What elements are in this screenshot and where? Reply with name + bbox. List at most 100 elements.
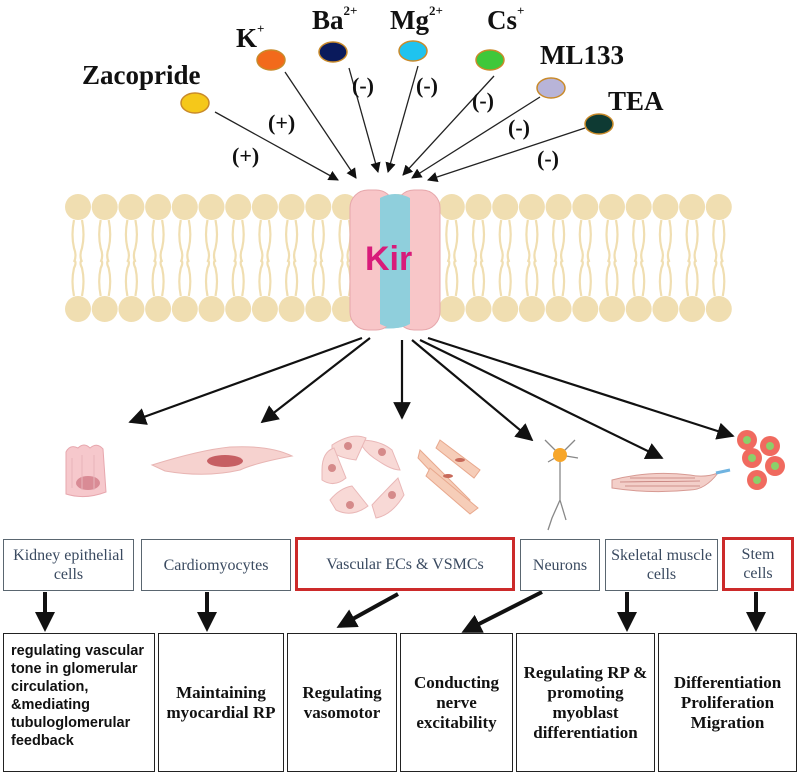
lipid-head — [198, 194, 225, 220]
cell-type-stem: Stem cells — [722, 537, 794, 591]
lipid-head — [251, 296, 278, 322]
lipid-tail — [605, 259, 619, 297]
function-stem: Differentiation Proliferation Migration — [658, 633, 797, 772]
ligand-arrow — [348, 67, 381, 174]
lipid-head — [278, 194, 305, 220]
cell-type-cardiomyocytes: Cardiomyocytes — [141, 539, 291, 591]
lipid-head — [65, 194, 91, 220]
lipid-tail — [605, 219, 619, 263]
lipid-head — [652, 296, 679, 322]
lipid-head — [145, 296, 172, 322]
ligand-label-mg: Mg2+ — [390, 3, 443, 35]
lipid-head — [465, 296, 492, 322]
lipid-head — [225, 194, 252, 220]
cell-arrow — [419, 339, 664, 459]
lipid-head — [118, 296, 145, 322]
ligand-dots — [180, 40, 614, 135]
function-arrow — [336, 592, 399, 628]
lipid-tail — [552, 259, 566, 297]
lipid-tail — [311, 259, 325, 297]
lipid-tail — [231, 259, 245, 297]
neuron-illustration — [544, 439, 579, 531]
lipid-tail — [204, 219, 219, 263]
cell-arrow — [427, 336, 735, 440]
ligand-label-ba: Ba2+ — [312, 3, 358, 35]
ligand-arrows — [214, 65, 586, 182]
ligand-label-cs: Cs+ — [487, 3, 525, 35]
lipid-tail — [258, 219, 272, 263]
ligand-label-ml133: ML133 — [540, 40, 624, 70]
ligand-dot — [398, 40, 428, 62]
lipid-tail — [525, 259, 539, 297]
ligand-arrow — [402, 75, 495, 176]
lipid-head — [625, 194, 652, 220]
lipid-head — [171, 296, 198, 322]
lipid-tail — [151, 219, 165, 263]
skeletal-muscle-illustration — [611, 468, 731, 493]
kidney-epithelial-illustration — [65, 444, 107, 498]
cell-type-skeletal: Skeletal muscle cells — [605, 539, 718, 591]
lipid-head — [438, 296, 465, 322]
ligand-dot — [536, 77, 566, 99]
lipid-head — [492, 296, 519, 322]
lipid-tail — [258, 259, 272, 297]
lipid-head — [599, 296, 625, 322]
lipid-tail — [71, 259, 85, 297]
lipid-tail — [151, 259, 165, 297]
ligand-label-k: K+ — [236, 21, 265, 53]
lipid-tail — [471, 259, 486, 297]
lipid-tail — [685, 259, 699, 297]
lipid-tail — [231, 219, 245, 263]
lipid-tail — [712, 219, 726, 263]
ligand-arrow — [284, 71, 357, 179]
lipid-tail — [285, 259, 299, 297]
lipid-head — [518, 296, 545, 322]
lipid-head — [652, 194, 679, 220]
sign-ml133: (-) — [508, 115, 530, 140]
sign-k: (+) — [268, 110, 296, 135]
lipid-head — [91, 296, 118, 322]
lipid-tail — [338, 219, 352, 263]
lipid-head — [251, 194, 278, 220]
lipid-head — [572, 296, 599, 322]
lipid-head — [572, 194, 599, 220]
lipid-tail — [71, 219, 85, 263]
function-arrow — [461, 590, 543, 633]
lipid-tail — [658, 219, 672, 263]
sign-mg: (-) — [416, 73, 438, 98]
sign-cs: (-) — [472, 88, 494, 113]
cell-type-vascular: Vascular ECs & VSMCs — [295, 537, 515, 591]
lipid-tail — [578, 259, 592, 297]
kir-channel — [349, 189, 441, 331]
lipid-head — [65, 296, 91, 322]
cell-arrow — [128, 336, 363, 425]
function-skeletal: Regulating RP & promoting myoblast diffe… — [516, 633, 655, 772]
lipid-head — [438, 194, 465, 220]
lipid-tail — [98, 219, 112, 263]
lipid-tail — [632, 219, 646, 263]
lipid-tail — [578, 219, 592, 263]
ligand-dot — [318, 41, 348, 63]
lipid-tail — [98, 259, 112, 297]
function-kidney: regulating vascular tone in glomerular c… — [3, 633, 155, 772]
lipid-head — [305, 194, 332, 220]
lipid-tail — [498, 259, 512, 297]
cell-arrow — [260, 337, 371, 424]
ligand-dot — [475, 49, 505, 71]
lipid-tail — [178, 219, 192, 263]
lipid-tail — [445, 259, 459, 297]
lipid-head — [518, 194, 545, 220]
lipid-tail — [311, 219, 325, 263]
lipid-tail — [471, 219, 486, 263]
ligand-label-tea: TEA — [608, 86, 664, 116]
ligand-arrow — [427, 127, 586, 182]
lipid-head — [492, 194, 519, 220]
lipid-head — [599, 194, 625, 220]
cell-type-kidney: Kidney epithelial cells — [3, 539, 134, 591]
lipid-tail — [658, 259, 672, 297]
lipid-head — [465, 194, 492, 220]
ligand-dot — [256, 49, 286, 71]
channel-to-cell-arrows — [128, 336, 735, 459]
sign-ba: (-) — [352, 73, 374, 98]
